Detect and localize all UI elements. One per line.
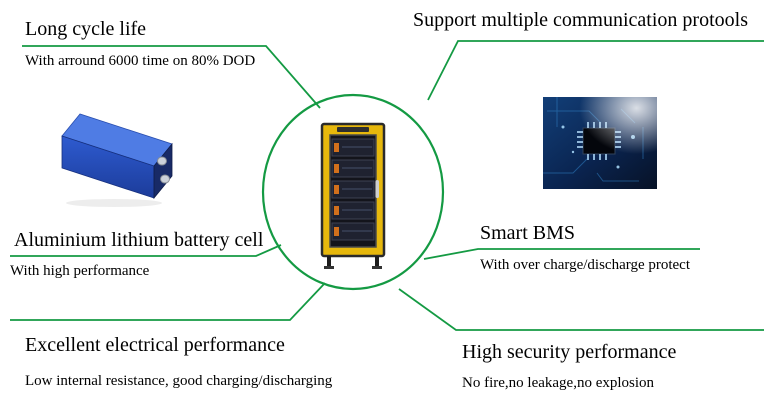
bms-circuit-board-image [543,97,657,189]
feature-title-long-cycle-life: Long cycle life [25,18,147,40]
feature-subtitle-electrical-performance: Low internal resistance, good charging/d… [25,373,333,389]
connector-electrical [10,282,326,321]
feature-title-communication: Support multiple communication protools [413,9,748,31]
feature-title-electrical-performance: Excellent electrical performance [25,334,285,356]
door-handle [375,180,379,198]
feature-title-smart-bms: Smart BMS [480,222,576,244]
feature-subtitle-long-cycle-life: With arround 6000 time on 80% DOD [25,53,256,69]
battery-modules [331,138,375,241]
feature-subtitle-battery-cell: With high performance [10,263,150,279]
feature-title-security: High security performance [462,341,677,363]
feature-subtitle-smart-bms: With over charge/discharge protect [480,257,691,273]
feature-title-battery-cell: Aluminium lithium battery cell [14,229,264,251]
connector-security [398,288,764,331]
battery-cabinet-image [320,122,386,269]
battery-cell-image [61,113,173,207]
connector-communication [427,40,764,101]
feature-subtitle-security: No fire,no leakage,no explosion [462,375,655,391]
